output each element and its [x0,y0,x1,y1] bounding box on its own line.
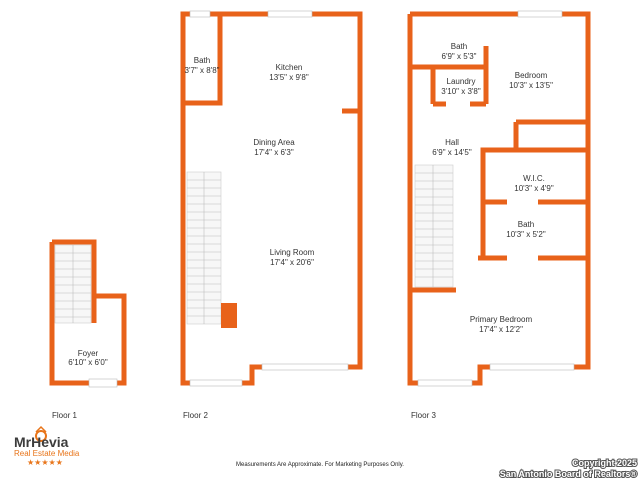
floor-3-stairs [414,164,454,288]
room-name: Dining Area [253,138,295,147]
floor-3-door [489,363,575,371]
floor-3-label: Floor 3 [411,411,436,420]
floor-2-window [189,10,211,18]
room-dimensions: 17'4" x 20'6" [270,258,314,267]
room-dimensions: 10'3" x 13'5" [509,81,553,90]
floor-3-plan: Bath 6'9" x 5'3" Laundry 3'10" x 3'8" Be… [407,10,591,387]
room-dimensions: 17'4" x 12'2" [479,325,523,334]
brand-logo: MrHevia Real Estate Media ★★★★★ [14,425,80,467]
floor-2-stairs [186,171,222,325]
logo-brand: MrHevia [14,434,69,450]
room-name: W.I.C. [523,174,545,183]
room-dimensions: 10'3" x 5'2" [506,230,546,239]
floor-2-newel-block [221,303,237,328]
logo-subtitle: Real Estate Media [14,449,80,458]
floor-3-walls [407,11,591,386]
floor-2-door [261,363,349,371]
room-dimensions: 10'3" x 4'9" [514,184,554,193]
disclaimer-text: Measurements Are Approximate. For Market… [236,462,404,468]
floor-2-walls [180,11,363,386]
room-name: Bath [451,42,467,51]
room-name: Bedroom [515,71,548,80]
room-name: Living Room [270,248,315,257]
floor-1-stairs [54,244,92,324]
floor-2-window [267,10,313,18]
copyright-board: San Antonio Board of Realtors® [500,469,638,479]
room-name: Hall [445,138,459,147]
floor-2-plan: Bath 3'7" x 8'8" Kitchen 13'5" x 9'8" Di… [180,10,363,387]
room-name: Bath [518,220,534,229]
room-name: Primary Bedroom [470,315,533,324]
room-dimensions: 13'5" x 9'8" [269,73,309,82]
floor-1-entry-door [88,378,118,388]
room-name: Kitchen [276,63,303,72]
house-pin-icon [35,425,47,442]
room-dimensions: 17'4" x 6'3" [254,148,294,157]
room-dimensions: 3'7" x 8'8" [185,66,220,75]
floor-3-window [517,10,563,18]
room-dimensions: 3'10" x 3'8" [441,87,481,96]
room-name: Bath [194,56,210,65]
floor-3-window [417,379,473,387]
copyright-year: Copyright 2025 [572,458,637,468]
floor-2-window [189,379,243,387]
room-dimensions: 6'10" x 6'0" [68,358,108,367]
logo-stars: ★★★★★ [27,458,63,467]
room-dimensions: 6'9" x 14'5" [432,148,472,157]
room-name: Laundry [447,77,476,86]
floor-2-label: Floor 2 [183,411,208,420]
floor-1-plan: Foyer 6'10" x 6'0" [49,239,127,388]
floor-1-label: Floor 1 [52,411,77,420]
room-name: Foyer [78,349,99,358]
floor-1-walls [49,239,127,386]
room-dimensions: 6'9" x 5'3" [442,52,477,61]
